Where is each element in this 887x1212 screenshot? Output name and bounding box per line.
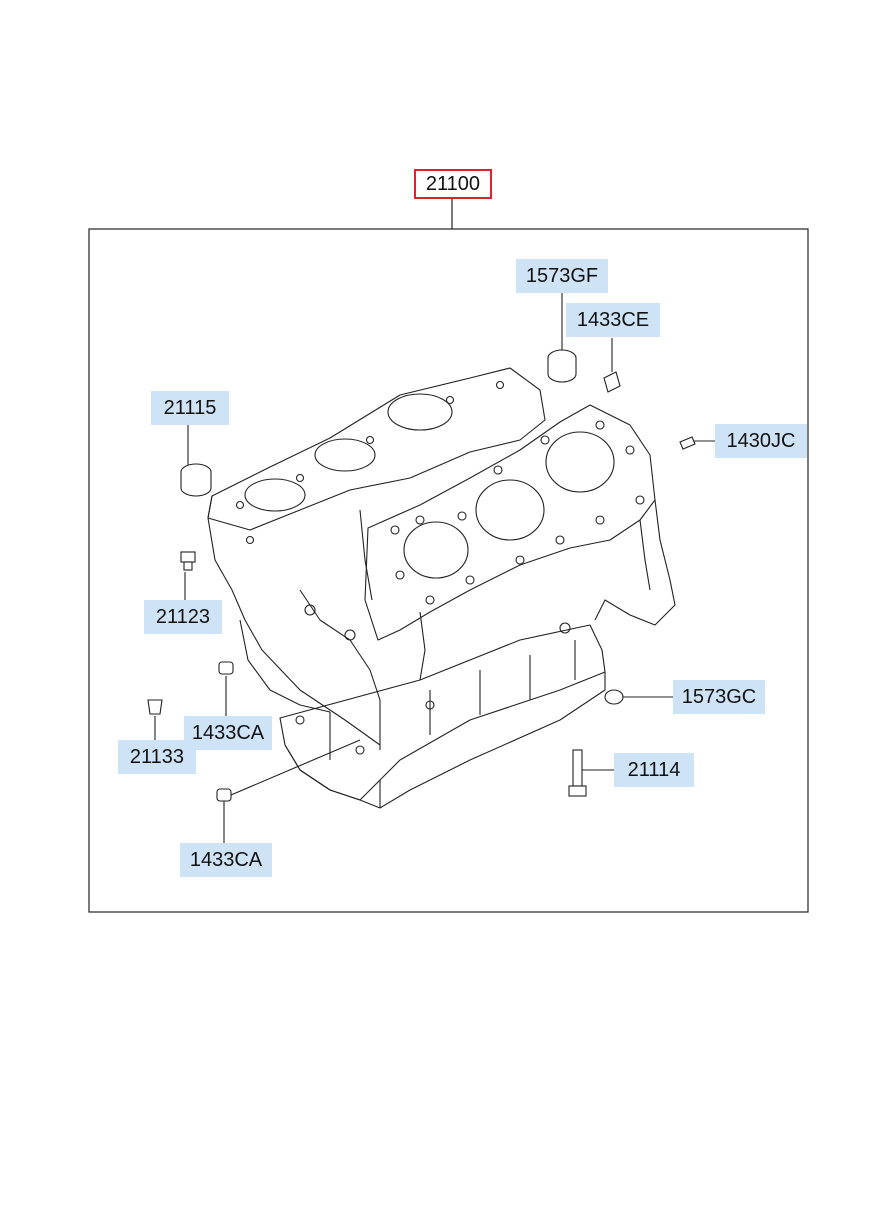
callout-21115[interactable]: 21115	[151, 391, 229, 425]
callout-21133[interactable]: 21133	[118, 740, 196, 774]
callout-21123[interactable]: 21123	[144, 600, 222, 634]
assembly-part-number[interactable]: 21100	[414, 169, 492, 199]
assembly-frame	[88, 228, 809, 913]
callout-21114[interactable]: 21114	[614, 753, 694, 787]
callout-1573gf[interactable]: 1573GF	[516, 259, 608, 293]
callout-1433ce[interactable]: 1433CE	[566, 303, 660, 337]
callout-1573gc[interactable]: 1573GC	[673, 680, 765, 714]
callout-1433ca-lower[interactable]: 1433CA	[180, 843, 272, 877]
parts-drawings	[147, 349, 696, 802]
engine-block-drawing	[207, 367, 676, 809]
callout-1433ca-upper[interactable]: 1433CA	[184, 716, 272, 750]
callout-1430jc[interactable]: 1430JC	[715, 424, 807, 458]
leader-lines	[154, 289, 715, 843]
